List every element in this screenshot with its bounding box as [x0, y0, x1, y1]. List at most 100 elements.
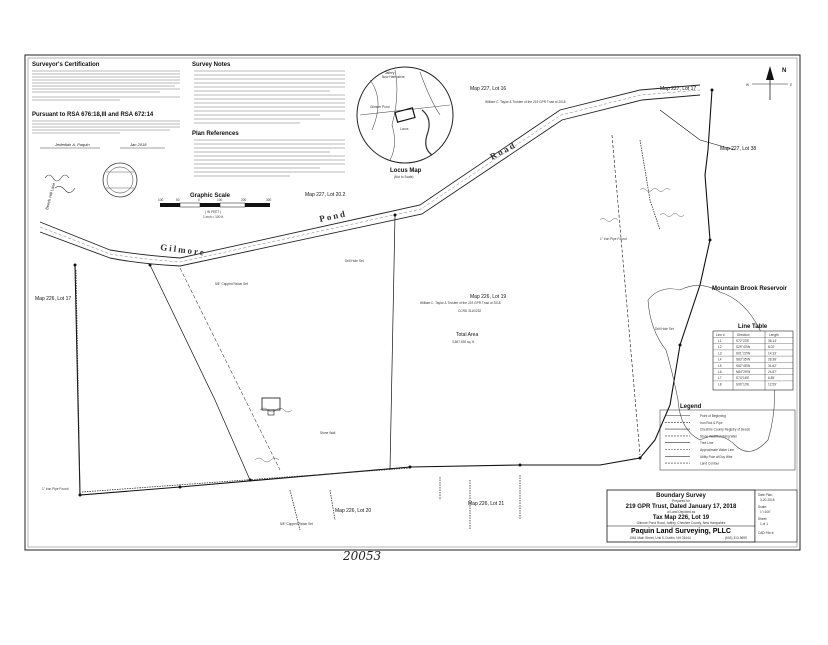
rsa-title: Pursuant to RSA 676:18,III and RSA 672:1… — [32, 112, 154, 118]
locus-map-caption: Locus Map — [390, 168, 422, 174]
legend-item-label: Tree Line — [700, 441, 714, 445]
label-deed-ref: CCRD 3110/232 — [458, 309, 481, 313]
surveyor-seal — [102, 162, 138, 198]
label-drill-hole-2: Drill Hole Set — [655, 327, 674, 331]
scale-value: 1"=100' — [760, 510, 771, 514]
sheet-label: Sheet: — [758, 517, 767, 521]
label-total-area-value: 3,567,530 sq. ft. — [452, 340, 475, 344]
legend-item-label: Point of Beginning — [700, 414, 726, 418]
company-address: 1561 Main Street, Unit 5, Dublin, NH 034… — [629, 536, 691, 540]
legend-item-label: Cheshire County Registry of Deeds — [700, 428, 750, 432]
line-table-cell-line: L3 — [718, 351, 722, 355]
scale-tick-4: 200 — [241, 198, 247, 202]
legend-item-label: Utility Pole w/Guy Wire — [700, 455, 733, 459]
line-table-cell-length: 31.62' — [768, 364, 777, 368]
road-label-beech-hill: Beech Hill Lane — [44, 181, 56, 210]
north-letter: N — [782, 68, 786, 74]
line-table-cell-direction: N84°29'W — [736, 370, 750, 374]
plan-references-lines — [194, 139, 345, 177]
title-line-4: of Land Depicted as — [667, 510, 696, 514]
scale-unit: ( IN FEET ) — [205, 210, 221, 214]
line-table-cell-direction: S72°23'E — [736, 339, 749, 343]
line-table-cell-length: 36.14' — [768, 339, 777, 343]
title-line-5: Tax Map 226, Lot 19 — [653, 515, 710, 521]
title-line-1: Boundary Survey — [656, 493, 706, 499]
title-block: Boundary Survey Prepared for 219 GPR Tru… — [606, 489, 798, 543]
line-table-cell-length: 8.02' — [768, 345, 775, 349]
label-rebar-1: 5/8" Capped Rebar Set — [215, 282, 248, 286]
north-arrow-icon — [766, 66, 774, 80]
label-total-area: Total Area — [456, 332, 478, 338]
label-trust-owner-1: William C. Taylor & Trustee of the 219 G… — [485, 100, 566, 104]
legend-title: Legend — [680, 404, 702, 410]
mountain-brook-reservoir-shore — [647, 285, 775, 452]
legend-item-label: Approximate Water Line — [700, 448, 734, 452]
label-tm227-16: Map 227, Lot 16 — [470, 86, 506, 92]
signature-date: Jan 2018 — [129, 142, 147, 147]
line-table-cell-direction: S82°45'W — [736, 364, 750, 368]
locus-map-scale: (Not to Scale) — [394, 175, 414, 179]
scale-tick-0: 100 — [158, 198, 164, 202]
legend-item-label: Stone Wall/Retaining Wall — [700, 434, 737, 438]
monument-markers — [73, 88, 714, 497]
signature-marks — [44, 174, 76, 193]
label-tm226-20: Map 226, Lot 20 — [335, 508, 371, 514]
line-table-cell-line: L1 — [718, 339, 722, 343]
cad-file-label: CAD File #: — [758, 531, 774, 535]
sheet-inner-border — [27, 57, 798, 548]
line-table-cell-direction: S01°22'W — [736, 351, 750, 355]
certification-title: Surveyor's Certification — [32, 62, 100, 68]
locus-map: Jaffrey New Hampshire Gilmore Pond Locus… — [356, 66, 454, 179]
line-table-cell-direction: S29°43'W — [736, 345, 750, 349]
survey-notes-block: Survey Notes Plan References — [192, 62, 345, 177]
graphic-scale-title: Graphic Scale — [190, 193, 231, 199]
label-tm226-21: Map 226, Lot 21 — [468, 501, 504, 507]
title-line-6: Gilmore Pond Road, Jaffrey, Cheshire Cou… — [637, 521, 726, 525]
company-contact: (603) 313-9699 — [725, 536, 747, 540]
label-tm226-17: Map 226, Lot 17 — [35, 296, 71, 302]
survey-notes-lines — [194, 70, 345, 124]
scale-tick-2: 0 — [198, 198, 200, 202]
line-table-cell-line: L4 — [718, 358, 722, 362]
line-table-cell-line: L8 — [718, 382, 722, 386]
scale-tick-1: 50 — [176, 198, 180, 202]
gilmore-pond-road — [39, 84, 701, 267]
line-table-cell-length: 28.38' — [768, 358, 777, 362]
date-plan-value: 3-20-2018 — [760, 498, 775, 502]
plan-references-title: Plan References — [192, 131, 239, 137]
line-table-cell-direction: S06°10'E — [736, 382, 749, 386]
label-tm227-38: Map 227, Lot 38 — [720, 146, 756, 152]
line-table-header-line: Line # — [716, 333, 725, 337]
company-name: Paquin Land Surveying, PLLC — [631, 528, 731, 535]
line-table-cell-length: 6.85' — [768, 376, 775, 380]
tree-lines — [254, 188, 685, 463]
label-stone-wall: Stone Wall — [320, 431, 336, 435]
line-table-header-direction: Direction — [737, 333, 750, 337]
label-drill-hole-1: Drill Hole Set — [345, 259, 364, 263]
rsa-body-lines — [32, 120, 180, 134]
label-rebar-2: 5/8" Capped Rebar Set — [280, 522, 313, 526]
scale-tick-5: 300 — [266, 198, 272, 202]
legend-item-label: Land Contour — [700, 462, 720, 466]
scale-ratio: 1 inch = 100 ft. — [203, 215, 224, 219]
road-label-gilmore: Gilmore — [160, 242, 207, 258]
legend-item-label: Iron Rod & Pipe — [700, 421, 723, 425]
stone-walls — [75, 139, 661, 531]
reservoir-label: Mountain Brook Reservoir — [712, 286, 788, 292]
label-tm227-20-2: Map 227, Lot 20.2 — [305, 192, 346, 198]
line-table-cell-length: 24.87' — [768, 370, 777, 374]
line-table-cell-length: 12.59' — [768, 382, 777, 386]
line-table-cell-length: 14.33' — [768, 351, 777, 355]
graphic-scale: Graphic Scale 100 50 0 100 200 300 ( IN … — [158, 193, 272, 219]
locus-parcel-outline — [394, 107, 416, 123]
label-iron-pipe-1: 1" Iron Pipe Found — [600, 237, 627, 241]
north-arrow: N E W — [746, 66, 792, 100]
scale-tick-3: 100 — [217, 198, 223, 202]
certification-block: Surveyor's Certification Pursuant to RSA… — [32, 62, 180, 198]
title-line-3: 219 GPR Trust, Dated January 17, 2018 — [626, 504, 737, 510]
